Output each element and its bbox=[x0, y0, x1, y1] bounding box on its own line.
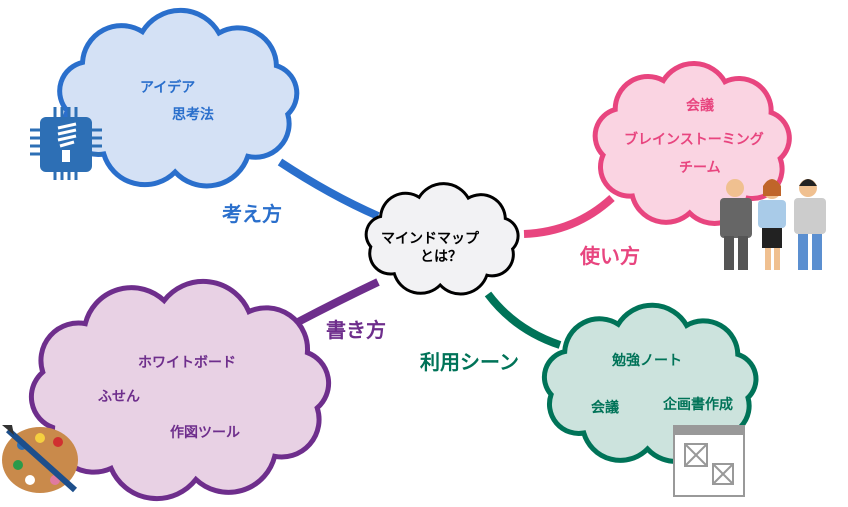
cloud-think bbox=[57, 7, 300, 189]
item-whiteboard: ホワイトボード bbox=[138, 355, 236, 371]
branch-label-write: 書き方 bbox=[326, 318, 386, 342]
lightbulb-chip-icon bbox=[30, 107, 102, 180]
item-meeting: 会議 bbox=[686, 98, 714, 114]
center-title-line1: マインドマップ bbox=[381, 231, 479, 247]
branch-label-think: 考え方 bbox=[222, 202, 282, 226]
connector-use bbox=[523, 195, 615, 238]
item-idea: アイデア bbox=[140, 80, 196, 96]
branch-label-use: 使い方 bbox=[580, 244, 640, 268]
item-sticky-notes: ふせん bbox=[98, 389, 140, 405]
cloud-center bbox=[364, 182, 520, 296]
item-team: チーム bbox=[679, 160, 721, 176]
item-brainstorming: ブレインストーミング bbox=[624, 132, 764, 148]
people-icon bbox=[720, 179, 826, 270]
center-title-line2: とは？ bbox=[420, 249, 462, 265]
wireframe-window-icon bbox=[673, 425, 745, 497]
item-proposal: 企画書作成 bbox=[663, 397, 733, 413]
palette-icon bbox=[2, 425, 78, 493]
item-study-notes: 勉強ノート bbox=[612, 353, 682, 369]
branch-label-scene: 利用シーン bbox=[420, 350, 519, 374]
item-thinking: 思考法 bbox=[172, 107, 214, 123]
connector-think bbox=[277, 158, 380, 220]
connector-scene bbox=[484, 291, 562, 349]
connector-write bbox=[296, 278, 380, 326]
item-drawing-tool: 作図ツール bbox=[170, 425, 240, 441]
cloud-write bbox=[28, 278, 332, 502]
item-meeting-scene: 会議 bbox=[591, 400, 619, 416]
